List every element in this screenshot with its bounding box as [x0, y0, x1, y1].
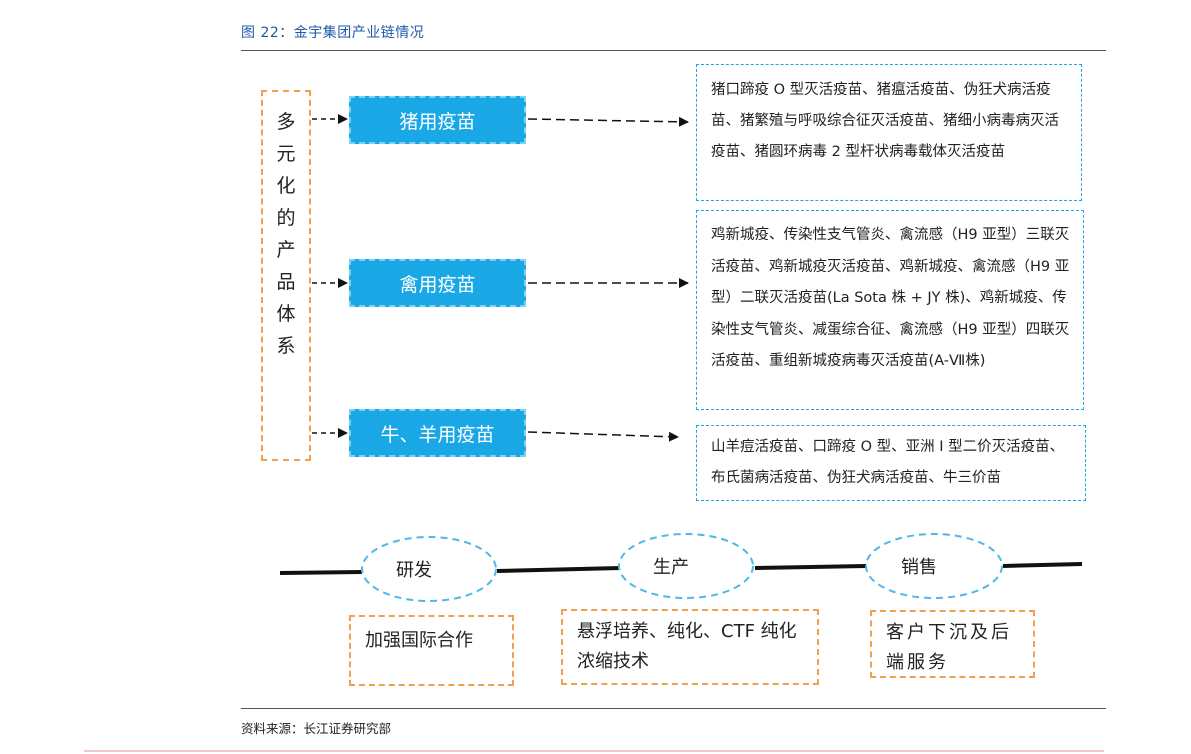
note-sales: 客户下沉及后端服务 — [870, 610, 1035, 678]
ellipse-sales — [865, 533, 1003, 599]
arrow-cattle-detail — [527, 431, 679, 442]
vertical-char: 元 — [276, 143, 296, 165]
vertical-char: 的 — [276, 207, 296, 229]
chain-line-1 — [279, 570, 363, 575]
vertical-char: 系 — [276, 335, 296, 357]
source-note: 资料来源：长江证券研究部 — [241, 721, 392, 736]
chain-line-4 — [1002, 562, 1083, 568]
bottom-divider — [241, 708, 1106, 709]
detail-poultry-vaccine: 鸡新城疫、传染性支气管炎、禽流感（H9 亚型）三联灭活疫苗、鸡新城疫灭活疫苗、鸡… — [696, 210, 1084, 410]
vertical-char: 体 — [276, 303, 296, 325]
category-cattle-sheep-vaccine: 牛、羊用疫苗 — [349, 409, 526, 457]
note-production: 悬浮培养、纯化、CTF 纯化浓缩技术 — [561, 609, 819, 685]
stage-sales-label: 销售 — [901, 557, 937, 578]
note-rd: 加强国际合作 — [349, 615, 514, 686]
vertical-char: 化 — [276, 175, 296, 197]
page-bottom-rule — [84, 750, 1104, 752]
figure-title: 图 22：金宇集团产业链情况 — [241, 25, 425, 41]
ellipse-production — [618, 533, 754, 599]
chain-line-3 — [754, 564, 867, 570]
detail-cattle-sheep-vaccine: 山羊痘活疫苗、口蹄疫 O 型、亚洲 I 型二价灭活疫苗、布氏菌病活疫苗、伪狂犬病… — [696, 425, 1086, 501]
product-system-box: 多 元 化 的 产 品 体 系 — [261, 90, 311, 461]
vertical-char: 产 — [276, 239, 296, 261]
category-pig-vaccine: 猪用疫苗 — [349, 96, 526, 144]
vertical-char: 多 — [276, 111, 296, 133]
top-divider — [241, 50, 1106, 51]
arrow-pig-detail — [527, 116, 689, 127]
vertical-char: 品 — [276, 271, 296, 293]
ellipse-rd — [361, 536, 497, 602]
detail-pig-vaccine: 猪口蹄疫 O 型灭活疫苗、猪瘟活疫苗、伪狂犬病活疫苗、猪繁殖与呼吸综合征灭活疫苗… — [696, 64, 1082, 201]
stage-rd-label: 研发 — [396, 560, 432, 581]
stage-production-label: 生产 — [653, 557, 689, 578]
chain-line-2 — [496, 566, 621, 573]
category-poultry-vaccine: 禽用疫苗 — [349, 259, 526, 307]
